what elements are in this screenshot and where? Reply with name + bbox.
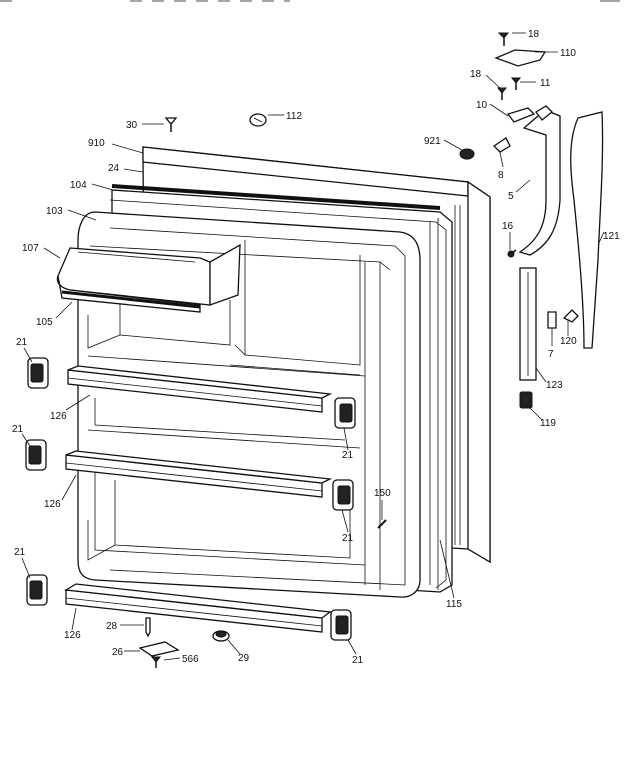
- screw-16: [507, 249, 517, 258]
- end-cap-left-3: [26, 574, 48, 606]
- callout-120: 120: [560, 336, 577, 347]
- callout-921: 921: [424, 136, 441, 147]
- leader-lines: [21, 32, 605, 661]
- callout-115: 115: [446, 599, 462, 610]
- bumper-29: [212, 630, 230, 642]
- door-shelf-upper: [67, 365, 333, 413]
- hinge-hardware: [492, 32, 604, 409]
- callout-7: 7: [548, 349, 554, 360]
- plug-112: [249, 113, 267, 127]
- callout-150: 150: [374, 488, 391, 499]
- callout-8: 8: [498, 170, 504, 181]
- callout-112: 112: [286, 111, 302, 122]
- dairy-compartment: [56, 243, 241, 313]
- callout-10: 10: [476, 100, 488, 111]
- handle-rail-123: [519, 267, 537, 381]
- callout-labels: 18 110 18 11 30 112 10 910 921 24 8 104 …: [12, 29, 620, 666]
- callout-21-left-3: 21: [14, 547, 26, 558]
- end-cap-right-1: [334, 397, 356, 429]
- callout-103: 103: [46, 206, 63, 217]
- screw-150: [377, 519, 387, 529]
- cap-119: [519, 391, 533, 409]
- callout-21-right-2: 21: [342, 533, 354, 544]
- callout-29: 29: [238, 653, 250, 664]
- callout-16: 16: [502, 221, 514, 232]
- callout-121: 121: [603, 231, 620, 242]
- callout-105: 105: [36, 317, 53, 328]
- handle-5: [518, 109, 561, 256]
- callout-21-right-3: 21: [352, 655, 364, 666]
- handle-trim-121: [570, 111, 604, 349]
- callout-126-middle: 126: [44, 499, 61, 510]
- callout-21-right-1: 21: [342, 450, 354, 461]
- end-cap-left-2: [25, 439, 47, 471]
- bracket-10: [506, 107, 536, 123]
- callout-5: 5: [508, 191, 514, 202]
- callout-910: 910: [88, 138, 105, 149]
- callout-18-mid: 18: [470, 69, 482, 80]
- callout-566: 566: [182, 654, 199, 665]
- callout-21-left-1: 21: [16, 337, 28, 348]
- end-cap-left-1: [27, 357, 49, 389]
- callout-21-left-2: 21: [12, 424, 24, 435]
- callout-110: 110: [560, 48, 576, 59]
- callout-119: 119: [540, 418, 556, 429]
- plate-26: [138, 641, 180, 657]
- callout-107: 107: [22, 243, 39, 254]
- pin-28: [145, 617, 151, 638]
- screw-18-mid: [496, 87, 508, 100]
- plug-921: [459, 148, 475, 160]
- callout-123: 123: [546, 380, 563, 391]
- bracket-top: [535, 105, 553, 121]
- clip-120: [562, 309, 579, 323]
- door-shelf-bottom: [64, 583, 332, 633]
- plate-8: [492, 137, 511, 153]
- callout-104: 104: [70, 180, 87, 191]
- callout-24: 24: [108, 163, 120, 174]
- callout-18-top: 18: [528, 29, 540, 40]
- callout-126-bottom: 126: [64, 630, 81, 641]
- callout-28: 28: [106, 621, 118, 632]
- screw-11: [510, 77, 522, 90]
- callout-30: 30: [126, 120, 138, 131]
- part-7: [547, 311, 557, 329]
- door-shelf-middle: [65, 450, 333, 498]
- end-cap-right-2: [332, 479, 354, 511]
- liner-interior-details: [87, 240, 366, 566]
- screw-18-top: [497, 32, 510, 46]
- screw-30: [164, 117, 178, 132]
- callout-126-upper: 126: [50, 411, 67, 422]
- end-cap-right-3: [330, 609, 352, 641]
- screw-566: [150, 656, 162, 668]
- callout-11: 11: [540, 78, 551, 89]
- hinge-110: [494, 49, 547, 67]
- shelf-end-caps: [25, 357, 356, 641]
- small-parts: [138, 113, 475, 668]
- callout-26: 26: [112, 647, 124, 658]
- door-shelves: [64, 365, 333, 633]
